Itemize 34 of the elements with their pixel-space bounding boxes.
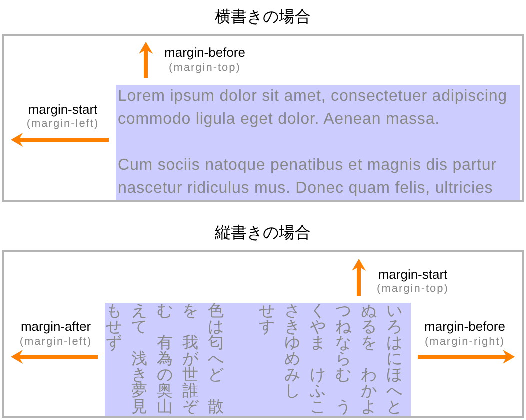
margin-note: (margin-left)	[20, 336, 92, 349]
margin-label: margin-start	[378, 267, 448, 282]
vertical-text-line: くやま	[310, 304, 326, 352]
margin-label: margin-after	[20, 319, 92, 334]
vertical-text-line: 浅き夢見	[131, 352, 148, 416]
vertical-text-line: わかよ	[360, 368, 377, 416]
vertical-text-line: う	[335, 400, 352, 416]
vertical-text-line: さきゆめみし	[284, 304, 300, 400]
vertical-text-block	[105, 303, 411, 416]
paragraph-text: Lorem ipsum dolor sit amet, consectetuer adipiscing commodo ligula eget dolor. Aenean massa.	[117, 87, 508, 130]
vertical-text-line: む	[156, 304, 173, 320]
text-block	[116, 85, 520, 200]
vertical-text-line: つねならむ	[335, 304, 352, 384]
margin-label: margin-before	[424, 319, 506, 334]
vertical-text-line: を	[182, 304, 198, 320]
margin-label: margin-before	[164, 45, 246, 60]
vertical-text-line: えて	[131, 304, 148, 336]
vertical-text-line: もせず	[106, 304, 122, 352]
vertical-text-line: 我が世誰ぞ	[182, 336, 198, 416]
margin-note: (margin-top)	[377, 283, 449, 296]
vertical-text-line: いろはにほへと	[386, 304, 402, 416]
vertical-text-line: 散	[208, 400, 224, 416]
margin-note: (margin-left)	[26, 118, 100, 131]
paragraph-text: Cum sociis natoque penatibus et magnis dis partur nascetur ridiculus mus. Donec quam felis, ultricies	[117, 156, 498, 199]
margin-note: (margin-right)	[425, 336, 505, 349]
margin-label: margin-start	[28, 102, 98, 117]
vertical-text-line: ぬるを	[360, 304, 377, 352]
vertical-text-line: せす	[258, 304, 275, 336]
vertical-text-line: 色は匂へど	[208, 304, 224, 384]
vertical-text-line: 有為の奥山	[156, 336, 173, 416]
margin-note: (margin-top)	[169, 62, 241, 75]
panel-heading: 縦書きの場合	[215, 224, 311, 244]
panel-heading: 横書きの場合	[215, 8, 311, 28]
vertical-text-line: けふこ	[310, 368, 326, 416]
